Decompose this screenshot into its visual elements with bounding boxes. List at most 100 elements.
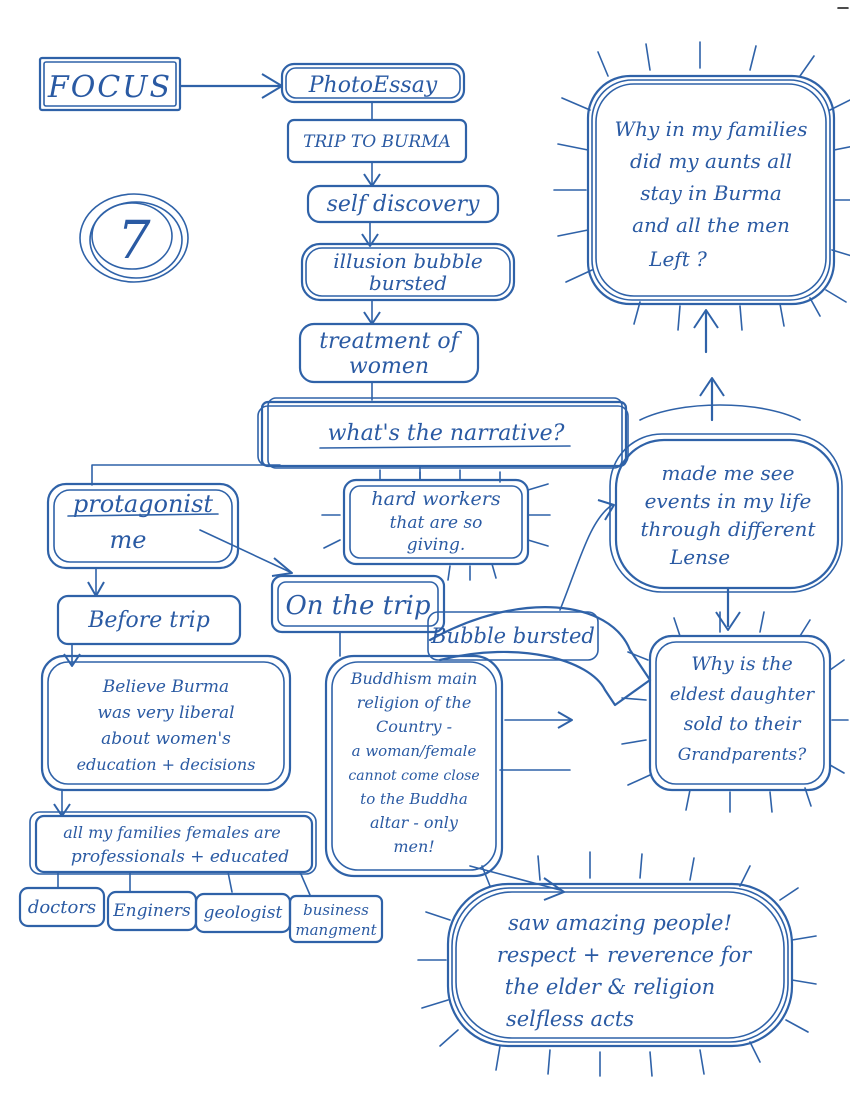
svg-text:business: business: [303, 901, 369, 919]
svg-text:respect + reverence for: respect + reverence for: [497, 943, 753, 967]
families-line-2: professionals + educated: [71, 847, 289, 867]
svg-text:Grandparents?: Grandparents?: [678, 745, 807, 765]
eldest-line-1: Why is the: [691, 653, 793, 675]
svg-text:Enginers: Enginers: [112, 901, 191, 921]
svg-text:PhotoEssay: PhotoEssay: [308, 73, 438, 98]
arrow-self-illusion: [361, 233, 379, 247]
protagonist-line-1: protagonist: [73, 490, 214, 518]
svg-text:Believe Burma: Believe Burma: [102, 677, 229, 697]
svg-text:men!: men!: [393, 837, 434, 856]
why-aunts-line-3: stay in Burma: [640, 181, 782, 205]
svg-text:Before trip: Before trip: [87, 608, 210, 633]
business-line-1: business: [303, 901, 369, 919]
svg-text:made me see: made me see: [662, 461, 795, 485]
business-line-2: mangment: [295, 921, 377, 939]
svg-text:On the trip: On the trip: [285, 591, 430, 621]
svg-text:Lense: Lense: [669, 545, 730, 569]
node-trip-to-burma: TRIP TO BURMA: [286, 118, 468, 164]
page-number: 7: [117, 211, 151, 271]
made-me-see-line-4: Lense: [669, 545, 730, 569]
narrative-label: what's the narrative?: [328, 421, 565, 446]
svg-text:hard workers: hard workers: [371, 488, 500, 510]
svg-text:doctors: doctors: [28, 897, 96, 918]
amazing-line-3: the elder & religion: [505, 975, 715, 999]
why-aunts-line-2: did my aunts all: [630, 149, 792, 173]
buddhism-line-8: men!: [393, 837, 434, 856]
node-geologist: geologist: [194, 892, 292, 934]
believed-line-3: about women's: [101, 729, 231, 749]
node-self-discovery: self discovery: [306, 184, 500, 224]
on-the-trip-label: On the trip: [285, 591, 430, 621]
node-buddhism: Buddhism main religion of the Country - …: [324, 654, 504, 878]
svg-text:Bubble bursted: Bubble bursted: [430, 624, 595, 648]
connector-bubble-mademe: [559, 504, 613, 611]
svg-text:Country -: Country -: [376, 717, 452, 736]
hard-workers-line-3: giving.: [407, 535, 466, 555]
believed-line-2: was very liberal: [97, 703, 234, 723]
node-engineers: Enginers: [106, 890, 198, 932]
before-trip-label: Before trip: [87, 608, 210, 633]
believed-line-4: education + decisions: [77, 755, 256, 774]
connector-protagonist-ontrip: [199, 529, 291, 573]
svg-text:religion of the: religion of the: [357, 693, 472, 712]
svg-text:TRIP TO BURMA: TRIP TO BURMA: [303, 132, 451, 152]
arrow-before-believed: [63, 653, 81, 667]
svg-text:cannot come close: cannot come close: [348, 768, 479, 784]
focus-label: FOCUS: [47, 70, 172, 105]
arrow-buddhism-bubble: [557, 711, 573, 729]
node-before-trip: Before trip: [56, 594, 242, 646]
svg-text:Why is the: Why is the: [691, 653, 793, 675]
illusion-line-2: bursted: [369, 271, 447, 295]
engineers-label: Enginers: [112, 901, 191, 921]
svg-text:women: women: [349, 354, 429, 379]
families-line-1: all my families females are: [63, 823, 281, 842]
svg-text:and all the men: and all the men: [632, 213, 790, 237]
node-families-females: all my families females are professional…: [29, 811, 317, 875]
svg-text:education + decisions: education + decisions: [77, 755, 256, 774]
buddhism-to-bubble-lines: [499, 719, 571, 771]
eldest-line-2: eldest daughter: [670, 684, 816, 705]
svg-text:what's the narrative?: what's the narrative?: [328, 421, 565, 446]
buddhism-line-4: a woman/female: [352, 742, 477, 760]
made-me-see-line-2: events in my life: [645, 489, 812, 513]
eldest-line-3: sold to their: [684, 713, 803, 735]
svg-text:protagonist: protagonist: [73, 490, 214, 518]
svg-text:that are so: that are so: [390, 513, 483, 533]
hard-workers-line-2: that are so: [390, 513, 483, 533]
svg-text:through different: through different: [641, 517, 817, 541]
svg-text:Buddhism main: Buddhism main: [350, 669, 478, 688]
svg-text:mangment: mangment: [295, 921, 377, 939]
treatment-line-1: treatment of: [319, 329, 462, 354]
buddhism-line-5: cannot come close: [348, 768, 479, 784]
node-bubble-bursted: Bubble bursted: [427, 611, 599, 661]
node-illusion-bubble: illusion bubble bursted: [300, 242, 516, 302]
connector-buddhism-amazing: [469, 865, 561, 891]
amazing-line-4: selfless acts: [506, 1007, 634, 1031]
svg-text:Why in my families: Why in my families: [615, 117, 808, 141]
amazing-line-2: respect + reverence for: [497, 943, 753, 967]
node-eldest-daughter: Why is the eldest daughter sold to their…: [621, 611, 849, 813]
svg-text:altar - only: altar - only: [370, 813, 459, 832]
svg-text:self discovery: self discovery: [327, 192, 480, 217]
buddhism-line-2: religion of the: [357, 693, 472, 712]
node-amazing-people: saw amazing people! respect + reverence …: [417, 851, 817, 1077]
node-business: business mangment: [288, 894, 384, 944]
believed-line-1: Believe Burma: [102, 677, 229, 697]
svg-text:treatment of: treatment of: [319, 329, 462, 354]
arrow-mademe-whyaunts-1: [699, 377, 725, 397]
svg-text:illusion bubble: illusion bubble: [333, 249, 483, 273]
node-on-the-trip: On the trip: [270, 574, 446, 634]
big-curved-arrow: [428, 606, 652, 707]
buddhism-line-6: to the Buddha: [360, 790, 468, 808]
svg-text:eldest daughter: eldest daughter: [670, 684, 816, 705]
svg-text:about women's: about women's: [101, 729, 231, 749]
svg-text:geologist: geologist: [204, 903, 283, 923]
arrow-mademe-whyaunts-2: [693, 309, 719, 329]
self-discovery-label: self discovery: [327, 192, 480, 217]
photo-essay-label: PhotoEssay: [308, 73, 438, 98]
amazing-line-1: saw amazing people!: [508, 911, 732, 935]
buddhism-line-7: altar - only: [370, 813, 459, 832]
made-me-see-line-3: through different: [641, 517, 817, 541]
buddhism-line-1: Buddhism main: [350, 669, 478, 688]
